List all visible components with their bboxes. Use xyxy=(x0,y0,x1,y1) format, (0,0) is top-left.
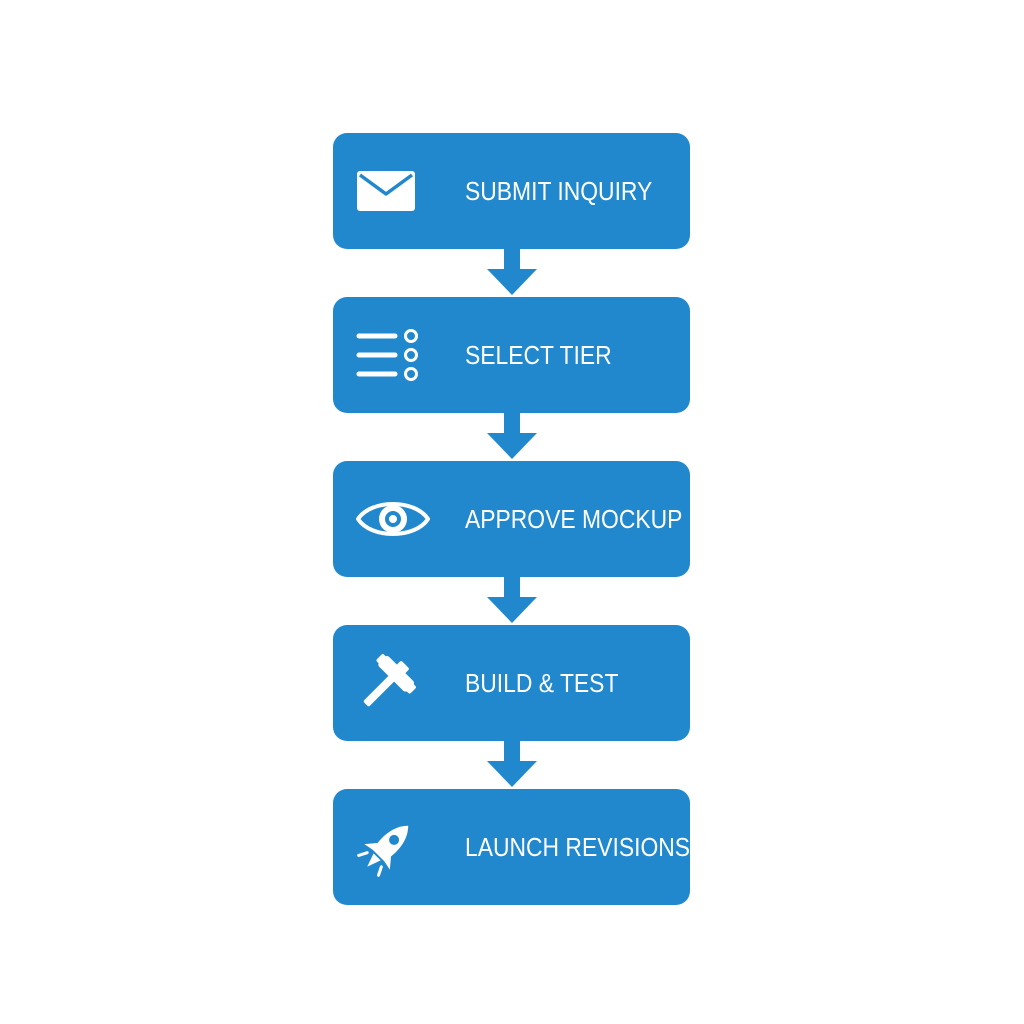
eye-icon xyxy=(355,489,435,549)
step-label: APPROVE MOCKUP xyxy=(465,504,683,534)
rocket-icon xyxy=(355,817,435,877)
step-build-and-test: BUILD & TEST xyxy=(333,625,690,741)
envelope-icon xyxy=(355,161,435,221)
arrow-down-icon xyxy=(487,249,537,295)
step-label: BUILD & TEST xyxy=(465,668,619,698)
step-submit-inquiry: SUBMIT INQUIRY xyxy=(333,133,690,249)
arrow-down-icon xyxy=(487,741,537,787)
step-label: SELECT TIER xyxy=(465,340,612,370)
step-select-tier: SELECT TIER xyxy=(333,297,690,413)
arrow-down-icon xyxy=(487,577,537,623)
step-label: SUBMIT INQUIRY xyxy=(465,176,653,206)
hammer-icon xyxy=(355,653,435,713)
step-approve-mockup: APPROVE MOCKUP xyxy=(333,461,690,577)
list-options-icon xyxy=(355,325,435,385)
step-label: LAUNCH REVISIONS xyxy=(465,832,691,862)
step-launch-revisions: LAUNCH REVISIONS xyxy=(333,789,690,905)
arrow-down-icon xyxy=(487,413,537,459)
